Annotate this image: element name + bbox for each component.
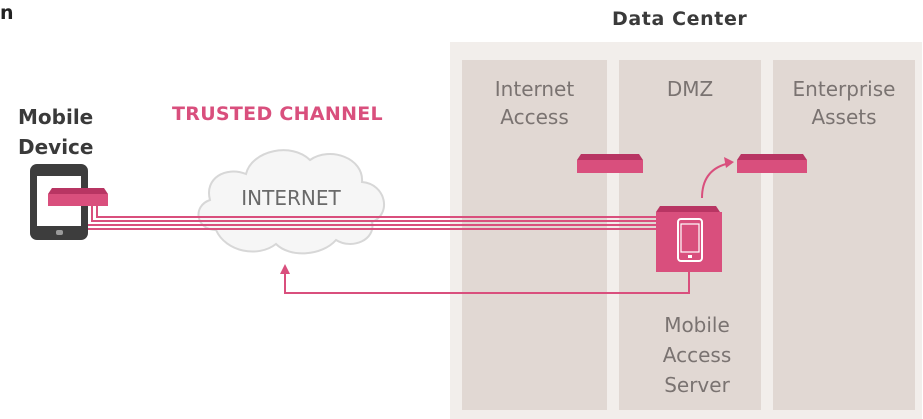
internet-cloud-label: INTERNET (241, 186, 341, 210)
mobile-device-label: Mobile Device (18, 102, 108, 162)
mobile-access-server-label: Mobile Access Server (622, 310, 772, 400)
corner-text-fragment: n (0, 2, 14, 24)
enterprise-firewall-icon (737, 154, 807, 173)
data-center-title: Data Center (612, 8, 748, 30)
zone-internet-access: Internet Access (462, 60, 607, 410)
mobile-access-server-icon (656, 206, 722, 272)
mobile-access-server-label-line1: Mobile (664, 313, 730, 337)
return-to-internet-arrow (280, 264, 690, 294)
mobile-device-label-line2: Device (18, 135, 94, 159)
zone-internet-access-label-line1: Internet (494, 77, 575, 101)
trusted-channel-label: TRUSTED CHANNEL (172, 103, 383, 125)
mobile-access-server-label-line3: Server (664, 373, 730, 397)
zone-enterprise-assets-label-line2: Assets (811, 105, 877, 129)
mobile-access-server-label-line2: Access (662, 343, 732, 367)
zone-enterprise-assets: Enterprise Assets (773, 60, 915, 410)
internet-cloud-icon (197, 149, 385, 255)
mobile-device-label-line1: Mobile (18, 105, 94, 129)
zone-dmz-label: DMZ (666, 77, 714, 101)
zone-internet-access-label-line2: Access (500, 105, 569, 129)
internet-access-firewall-icon (577, 154, 643, 173)
mobile-firewall-icon (48, 188, 108, 206)
zone-enterprise-assets-label-line1: Enterprise (792, 77, 896, 101)
server-to-enterprise-arrow (701, 157, 734, 199)
